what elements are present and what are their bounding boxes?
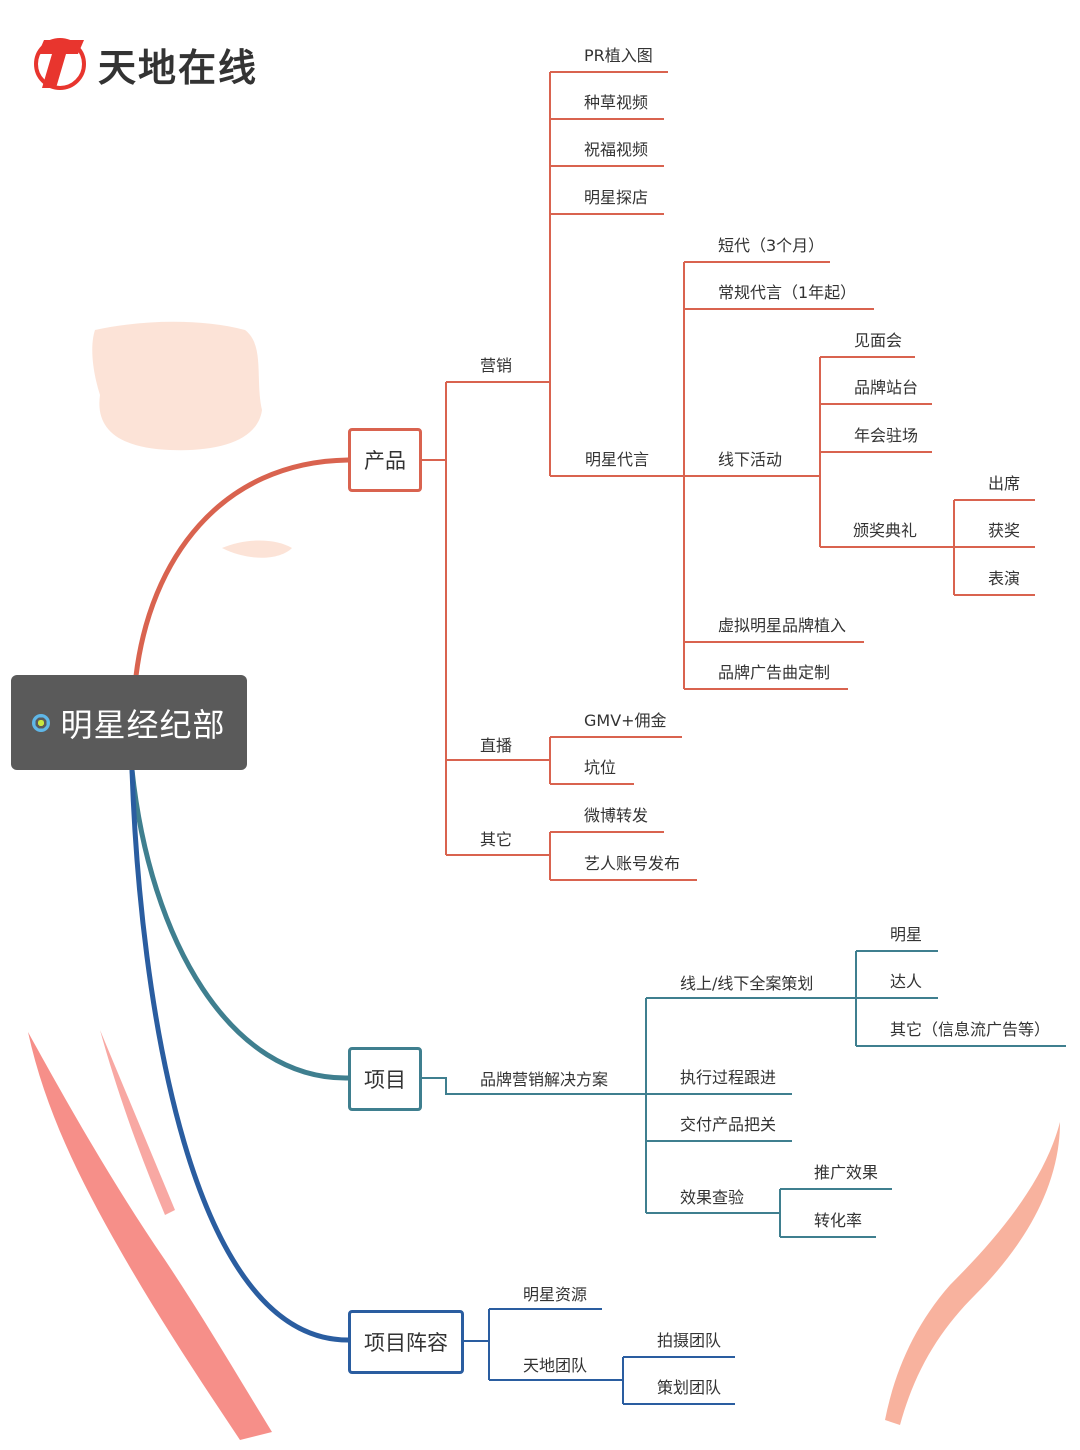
target-icon: [32, 713, 51, 732]
node-live-item[interactable]: GMV+佣金: [584, 711, 667, 730]
node-star-resource[interactable]: 明星资源: [523, 1285, 588, 1304]
brand-logo: 天地在线: [34, 36, 258, 92]
node-tiandi-team[interactable]: 天地团队: [523, 1356, 588, 1375]
node-project[interactable]: 项目: [348, 1047, 422, 1111]
node-awards-item[interactable]: 出席: [988, 474, 1021, 493]
brand-name: 天地在线: [98, 45, 259, 90]
node-verify[interactable]: 效果查验: [680, 1188, 745, 1207]
root-node[interactable]: 明星经纪部: [11, 675, 247, 770]
brush-stroke-salmon: [885, 1122, 1060, 1425]
node-offline-item[interactable]: 见面会: [854, 331, 903, 350]
node-other[interactable]: 其它: [480, 830, 513, 849]
node-verify-item[interactable]: 转化率: [814, 1211, 863, 1230]
node-solution-item[interactable]: 执行过程跟进: [680, 1068, 777, 1087]
node-endorsement-item[interactable]: 常规代言（1年起）: [718, 283, 857, 302]
branch-curve-product: [133, 457, 351, 679]
node-other-item[interactable]: 微博转发: [584, 806, 649, 825]
brand-t-icon: [34, 38, 86, 90]
node-planning-item[interactable]: 其它（信息流广告等）: [890, 1020, 1051, 1039]
node-team[interactable]: 项目阵容: [348, 1310, 464, 1374]
brush-stroke-red: [28, 1032, 272, 1440]
node-marketing-item[interactable]: 明星探店: [584, 188, 649, 207]
brush-stroke-red-thin: [100, 1030, 175, 1215]
node-endorsement[interactable]: 明星代言: [585, 450, 650, 469]
node-live[interactable]: 直播: [480, 736, 513, 755]
root-label: 明星经纪部: [60, 705, 226, 744]
node-team-item[interactable]: 策划团队: [657, 1378, 722, 1397]
node-planning-item[interactable]: 明星: [890, 925, 923, 944]
node-live-item[interactable]: 坑位: [584, 758, 617, 777]
brush-stroke-peach: [92, 321, 262, 451]
node-awards-item[interactable]: 获奖: [988, 521, 1021, 540]
node-marketing-item[interactable]: 种草视频: [584, 93, 649, 112]
node-marketing[interactable]: 营销: [480, 356, 513, 375]
node-planning-item[interactable]: 达人: [890, 972, 923, 991]
node-solution[interactable]: 品牌营销解决方案: [480, 1070, 609, 1089]
node-solution-item[interactable]: 交付产品把关: [680, 1115, 777, 1134]
node-awards-item[interactable]: 表演: [988, 569, 1021, 588]
node-marketing-item[interactable]: PR植入图: [584, 46, 653, 65]
node-planning[interactable]: 线上/线下全案策划: [680, 974, 814, 993]
node-offline-item[interactable]: 品牌站台: [854, 378, 919, 397]
connector: [422, 1077, 646, 1095]
node-offline-activity[interactable]: 线下活动: [718, 450, 783, 469]
node-endorsement-extra[interactable]: 虚拟明星品牌植入: [718, 616, 847, 635]
node-product[interactable]: 产品: [348, 428, 422, 492]
branch-curve-project: [129, 767, 351, 1081]
node-endorsement-item[interactable]: 短代（3个月）: [718, 236, 825, 255]
node-other-item[interactable]: 艺人账号发布: [584, 854, 681, 873]
node-marketing-item[interactable]: 祝福视频: [584, 140, 649, 159]
node-endorsement-extra[interactable]: 品牌广告曲定制: [718, 663, 831, 682]
brush-stroke-peach-small: [222, 540, 292, 558]
node-offline-item[interactable]: 年会驻场: [854, 426, 919, 445]
node-awards[interactable]: 颁奖典礼: [853, 521, 918, 540]
branch-curve-team: [129, 767, 351, 1343]
node-verify-item[interactable]: 推广效果: [814, 1163, 879, 1182]
node-team-item[interactable]: 拍摄团队: [657, 1331, 722, 1350]
